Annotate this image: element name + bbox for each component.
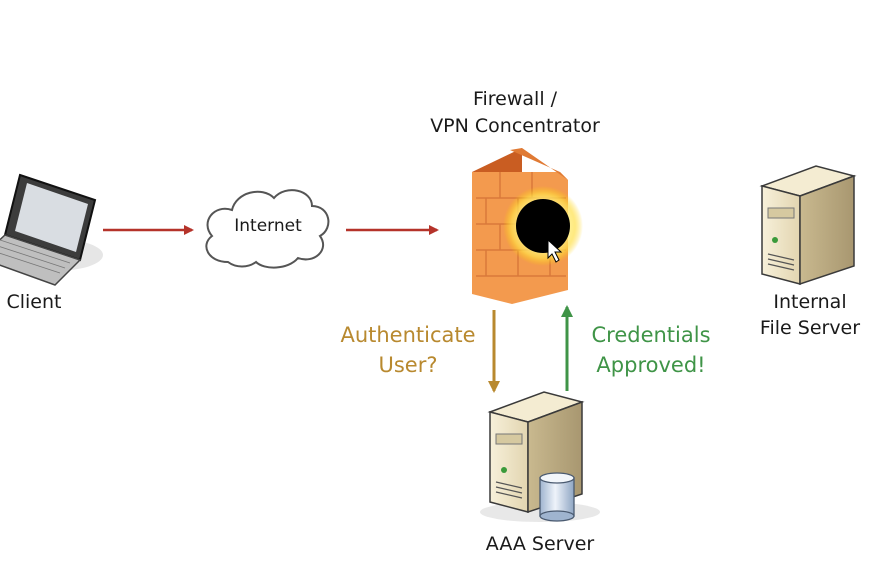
internet-label: Internet <box>234 216 302 236</box>
authenticate-label-line2: User? <box>378 353 438 377</box>
cloud-icon <box>205 189 330 269</box>
mouse-pointer-icon <box>503 186 583 266</box>
internal-server-label-line2: File Server <box>759 317 861 339</box>
server-with-database-icon <box>480 391 600 522</box>
server-tower-icon <box>759 165 857 286</box>
laptop-icon <box>0 173 103 286</box>
aaa-server-label: AAA Server <box>485 533 595 555</box>
firewall-label-line1: Firewall / <box>472 88 558 110</box>
client-label: Client <box>6 291 62 313</box>
firewall-label-line2: VPN Concentrator <box>430 115 600 137</box>
authenticate-label-line1: Authenticate <box>340 323 476 347</box>
credentials-label-line2: Approved! <box>596 353 706 377</box>
credentials-label-line1: Credentials <box>591 323 711 347</box>
internal-server-label-line1: Internal <box>773 291 847 313</box>
